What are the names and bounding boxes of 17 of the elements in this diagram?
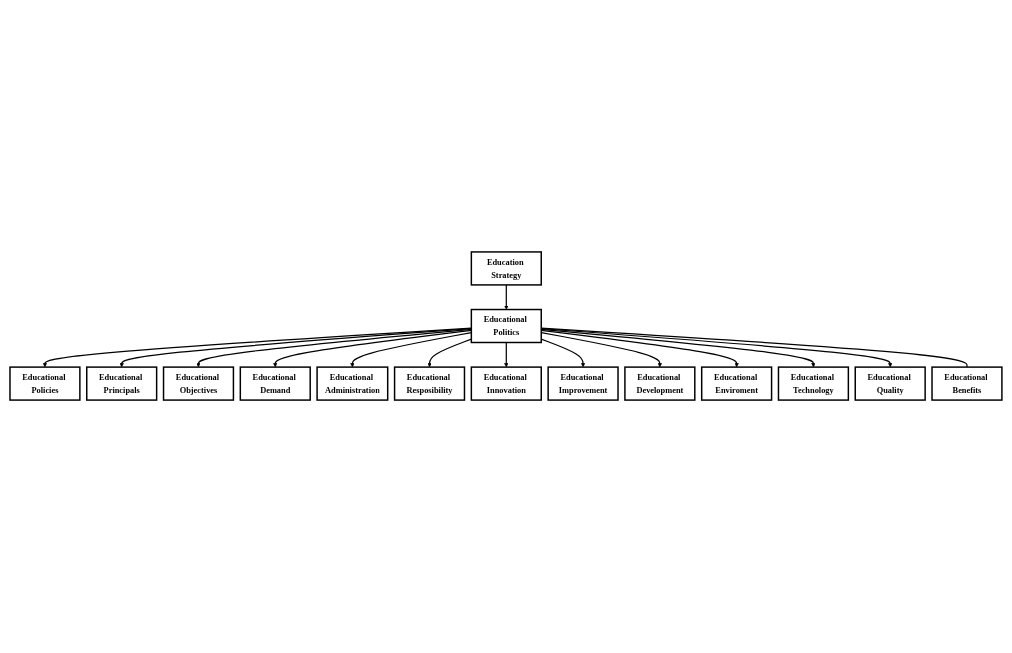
node-box: Education Strategy bbox=[470, 251, 543, 287]
node-box: Educational Benefits bbox=[931, 366, 1003, 402]
node-box: Educational Resposibility bbox=[393, 366, 466, 402]
node-box: Educational Technology bbox=[777, 366, 850, 402]
node-box: Educational Quality bbox=[854, 366, 926, 402]
node-box: Educational Objectives bbox=[162, 366, 235, 402]
node-box: Educational Policies bbox=[9, 366, 81, 402]
node-box: Educational Principals bbox=[86, 366, 158, 402]
node-box: Educational Administration bbox=[316, 366, 389, 402]
arrow bbox=[504, 342, 509, 368]
node-box: Educational Development bbox=[624, 366, 696, 402]
node-box: Educational Politics bbox=[470, 309, 543, 344]
node-box: Educational Enviroment bbox=[701, 366, 773, 402]
node-box: Educational Improvement bbox=[547, 366, 619, 402]
node-box: Educational Demand bbox=[239, 366, 311, 402]
node-box: Educational Innovation bbox=[470, 366, 543, 402]
arrow bbox=[504, 284, 509, 311]
